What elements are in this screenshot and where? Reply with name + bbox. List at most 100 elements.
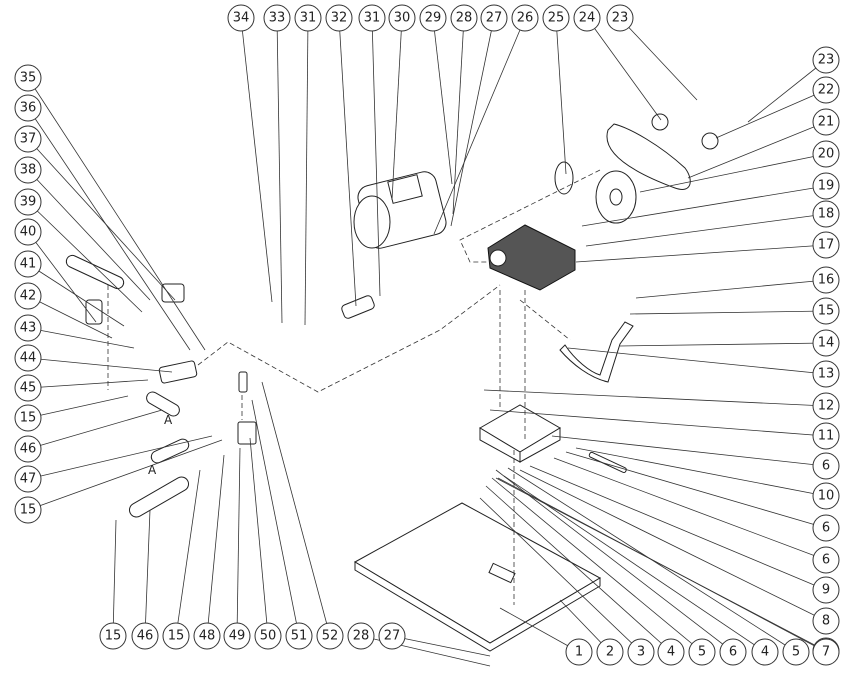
callout-label: 9: [822, 583, 830, 598]
leader-line-16: [635, 279, 827, 299]
tube-52: [238, 371, 248, 393]
callout-label: 15: [105, 629, 122, 644]
callout-circle: [688, 638, 716, 666]
leader-line-4: [485, 485, 672, 653]
pump-shaft: [489, 249, 507, 267]
callout-circle: [812, 172, 840, 200]
callout-circle: [14, 125, 42, 153]
callout-36: 36: [14, 94, 42, 122]
callout-8: 8: [812, 607, 840, 635]
callout-circle: [596, 638, 624, 666]
callout-18: 18: [812, 200, 840, 228]
callout-label: 37: [20, 132, 37, 147]
suction-hose: [65, 254, 125, 290]
leader-line-45: [27, 379, 149, 389]
callout-7: 7: [812, 638, 840, 666]
callout-circle: [657, 638, 685, 666]
callout-label: 20: [818, 147, 835, 162]
callout-label: 47: [20, 472, 37, 487]
leader-line-6: [553, 457, 827, 561]
callout-label: 25: [548, 11, 565, 26]
pulley-bushing-left: [651, 113, 669, 131]
leader-line-35: [27, 77, 206, 351]
callout-22: 22: [812, 76, 840, 104]
leader-line-15: [175, 469, 201, 637]
callout-label: 16: [818, 273, 835, 288]
callout-circle: [565, 638, 593, 666]
callout-label: 41: [20, 257, 37, 272]
callout-label: 27: [486, 11, 503, 26]
callout-label: 32: [331, 11, 348, 26]
pulley-bushing-right: [701, 132, 719, 150]
callout-label: 34: [233, 11, 250, 26]
leader-line-51: [251, 399, 300, 637]
dash-line-pulley: [459, 169, 601, 263]
leader-line-38: [27, 169, 151, 301]
callout-circle: [606, 4, 634, 32]
callout-circle: [812, 360, 840, 388]
callout-circle: [14, 465, 42, 493]
pressure-pump: [487, 224, 576, 291]
callout-label: 17: [818, 238, 835, 253]
leader-line-15: [112, 519, 117, 637]
leader-line-15: [27, 439, 223, 511]
callout-label: 36: [20, 101, 37, 116]
callout-30: 30: [388, 4, 416, 32]
dash-line-outlet: [519, 299, 571, 341]
callout-circle: [812, 266, 840, 294]
callout-38: 38: [14, 156, 42, 184]
callout-6: 6: [812, 514, 840, 542]
callout-label: 19: [818, 179, 835, 194]
callout-circle: [358, 4, 386, 32]
leader-line-14: [619, 342, 827, 347]
callout-circle: [285, 622, 313, 650]
callout-circle: [812, 452, 840, 480]
callout-circle: [542, 4, 570, 32]
callout-label: 18: [818, 207, 835, 222]
leader-line-10: [575, 447, 827, 497]
callout-2: 2: [596, 638, 624, 666]
leader-line-13: [567, 347, 827, 375]
callout-label: 7: [822, 645, 830, 660]
leader-line-23: [619, 17, 698, 101]
callout-label: 6: [822, 553, 830, 568]
callout-4: 4: [657, 638, 685, 666]
leader-line-42: [27, 295, 113, 339]
callout-circle: [14, 64, 42, 92]
callout-label: 6: [729, 645, 737, 660]
leader-line-3: [479, 497, 642, 653]
callout-circle: [511, 4, 539, 32]
callout-circle: [812, 297, 840, 325]
leader-line-28: [452, 17, 465, 215]
callout-33: 33: [263, 4, 291, 32]
callout-label: 22: [818, 83, 835, 98]
callout-label: 13: [818, 367, 835, 382]
leader-line-27: [391, 635, 491, 657]
callout-circle: [812, 546, 840, 574]
callout-label: 39: [20, 195, 37, 210]
callout-15: 15: [14, 496, 42, 524]
hose-mark-a-2: A: [148, 463, 157, 477]
callout-label: 8: [822, 614, 830, 629]
callout-48: 48: [193, 622, 221, 650]
callout-circle: [254, 622, 282, 650]
callout-label: 12: [818, 399, 835, 414]
leader-line-4: [503, 475, 766, 653]
callout-circle: [14, 314, 42, 342]
leader-line-15: [27, 395, 129, 419]
callout-circle: [812, 76, 840, 104]
callout-circle: [812, 329, 840, 357]
drive-belt: [606, 123, 691, 190]
outlet-hose-14: [559, 321, 634, 383]
leader-line-39: [27, 201, 143, 313]
leader-line-12: [483, 389, 827, 407]
callout-circle: [193, 622, 221, 650]
callout-label: 1: [575, 645, 583, 660]
leader-line-6: [565, 451, 827, 529]
callout-49: 49: [223, 622, 251, 650]
callout-circle: [14, 282, 42, 310]
callout-27: 27: [378, 622, 406, 650]
callout-31: 31: [294, 4, 322, 32]
